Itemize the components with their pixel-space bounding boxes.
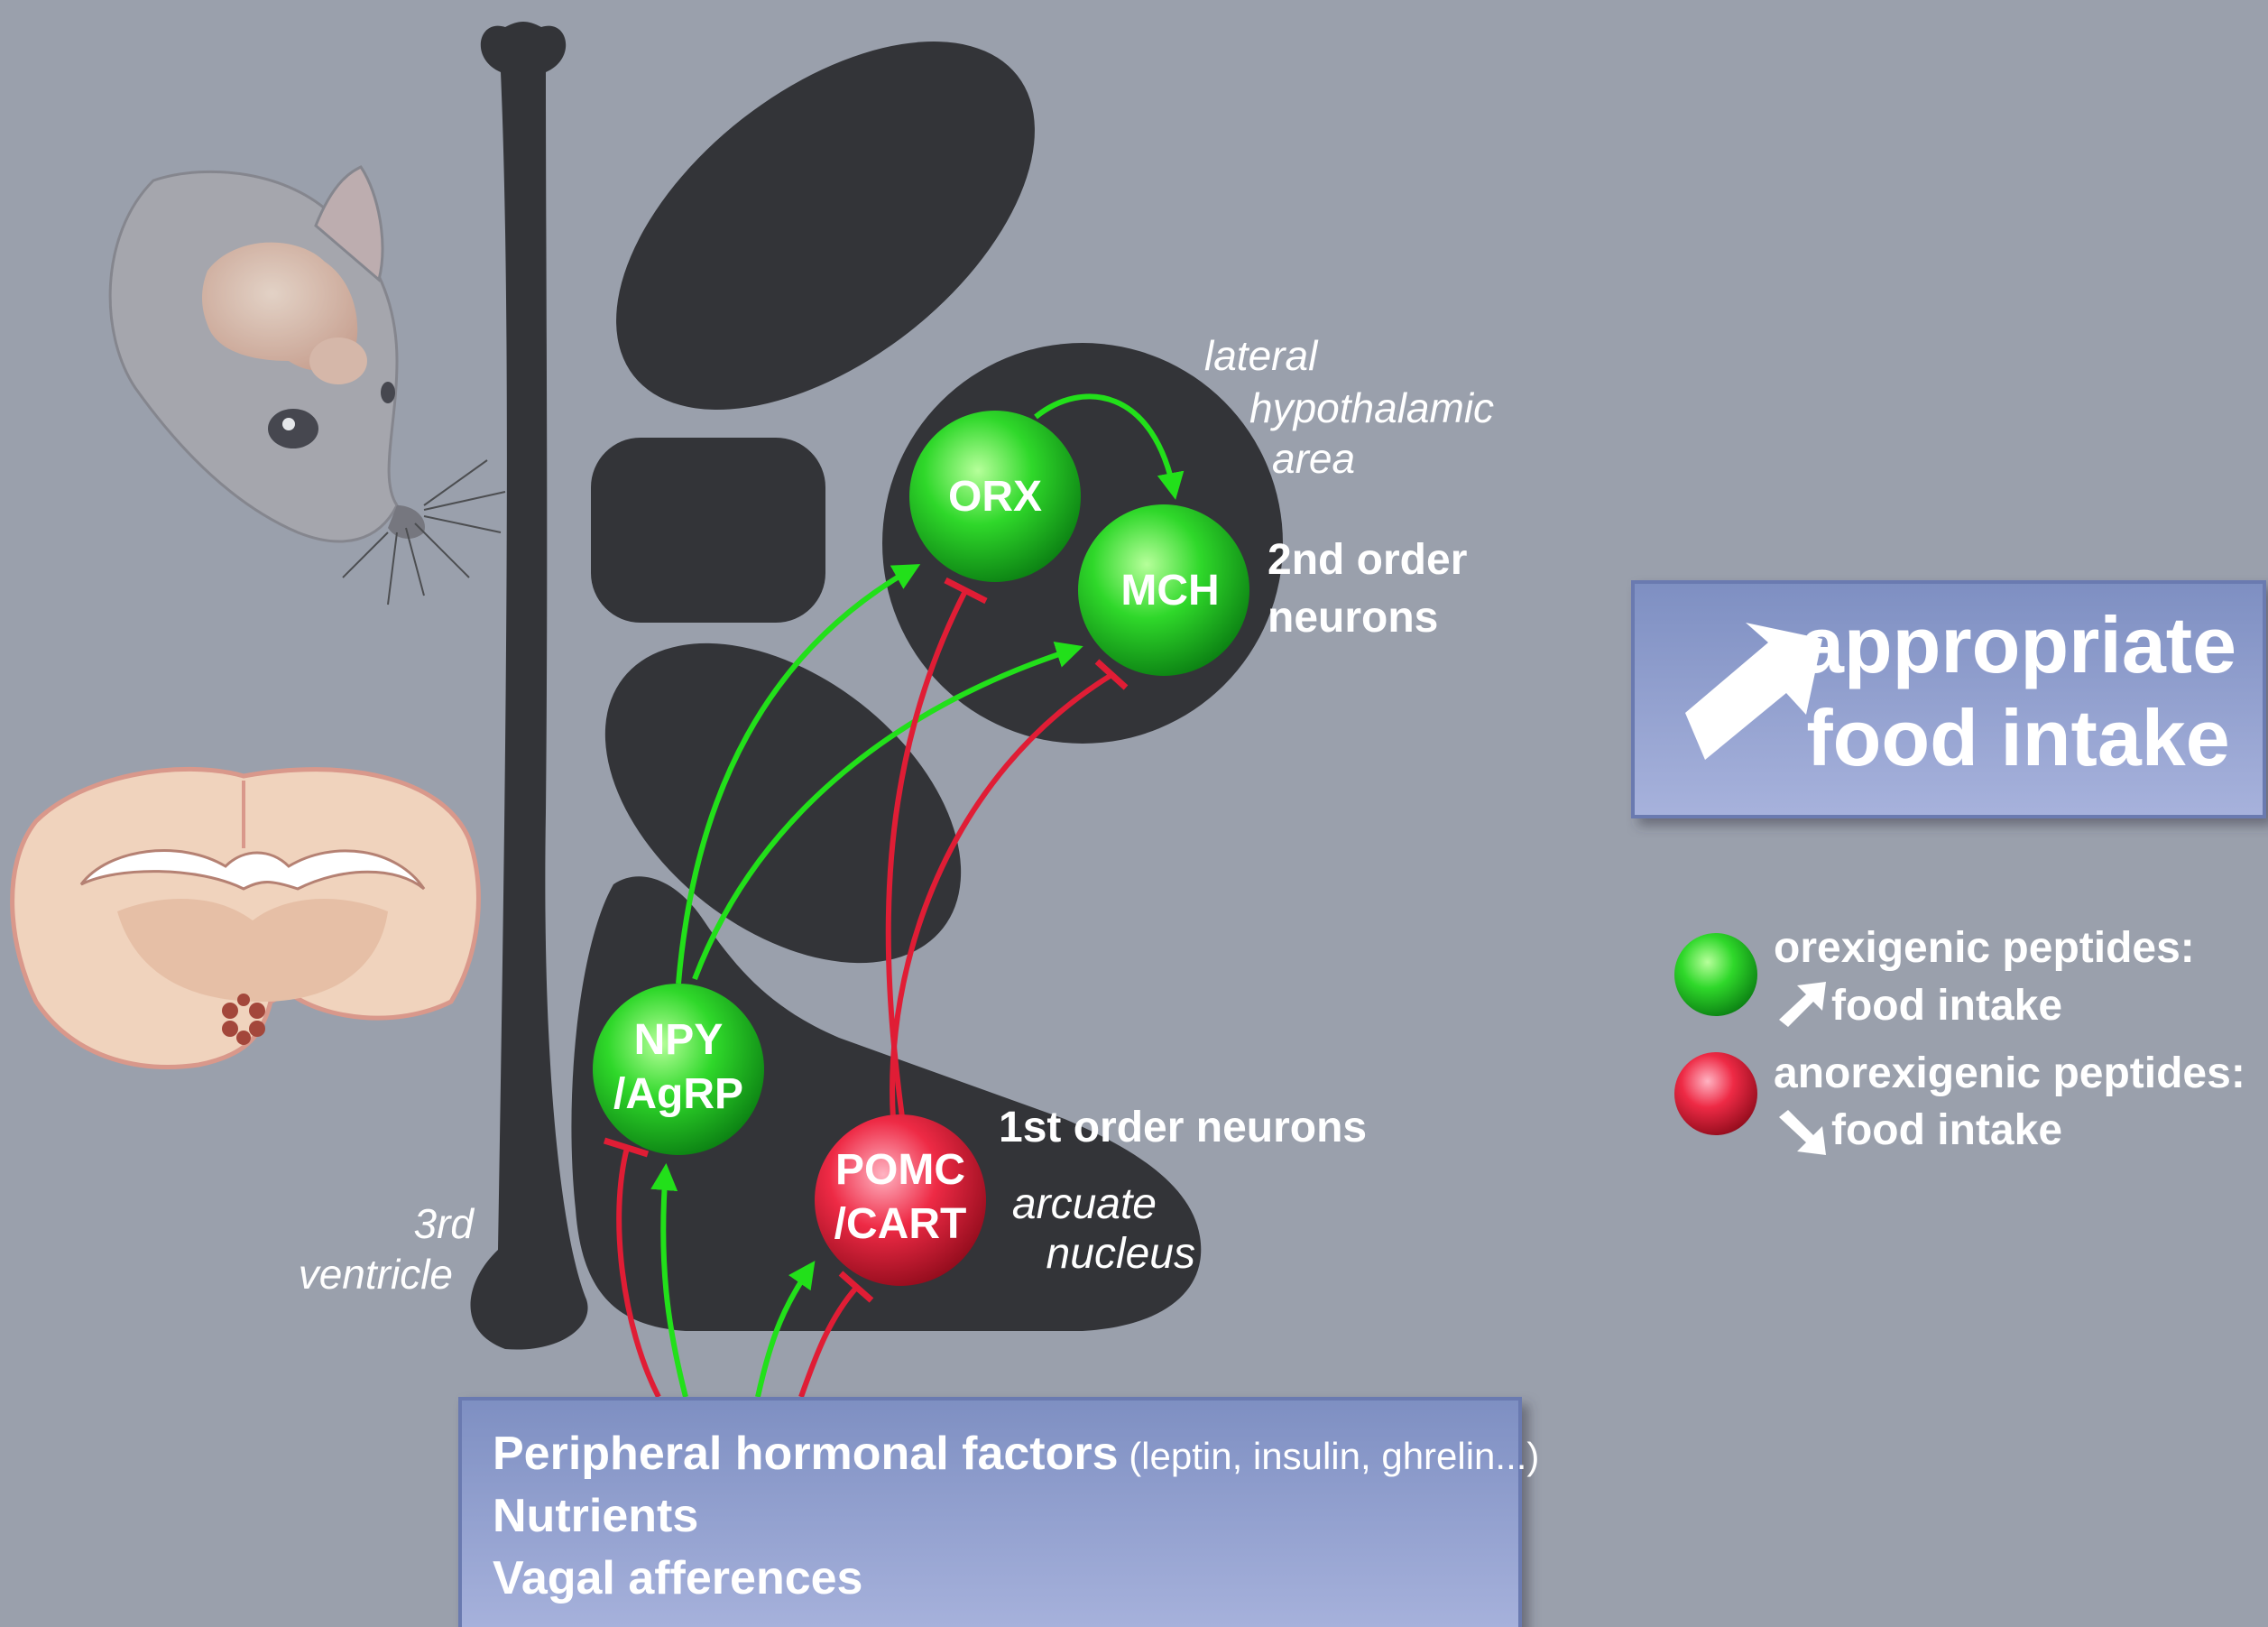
outcome-box: appropriate food intake (1633, 582, 2264, 817)
svg-text:POMC: POMC (835, 1146, 965, 1194)
svg-text:appropriate: appropriate (1800, 600, 2236, 689)
anorexigenic-swatch (1674, 1052, 1757, 1135)
arrow-up-right-icon (1779, 982, 1826, 1027)
brain-coronal-section (13, 769, 479, 1067)
second-order-neurons-label: 2nd order neurons (1268, 536, 1467, 642)
inputs-box: Peripheral hormonal factors (leptin, ins… (460, 1399, 1539, 1627)
svg-text:lateral: lateral (1204, 332, 1319, 379)
svg-text:2nd order: 2nd order (1268, 536, 1467, 584)
svg-text:ORX: ORX (948, 473, 1042, 521)
neuron-pomc-cart: POMC /CART (815, 1114, 986, 1286)
svg-text:area: area (1272, 435, 1355, 482)
third-ventricle-shape (470, 22, 587, 1350)
legend-item-orexigenic: orexigenic peptides: food intake (1674, 924, 2195, 1030)
svg-text:/AgRP: /AgRP (613, 1070, 743, 1118)
paraventricular-nucleus (591, 438, 825, 623)
neuron-npy-agrp: NPY /AgRP (593, 984, 764, 1155)
svg-text:food intake: food intake (1806, 693, 2229, 782)
legend-item-anorexigenic: anorexigenic peptides: food intake (1674, 1049, 2245, 1155)
svg-text:neurons: neurons (1268, 594, 1438, 642)
legend: orexigenic peptides: food intake anorexi… (1674, 924, 2245, 1155)
svg-text:anorexigenic peptides:: anorexigenic peptides: (1774, 1049, 2245, 1097)
third-ventricle-label: 3rd ventricle (299, 1200, 475, 1298)
svg-text:arcuate: arcuate (1012, 1180, 1157, 1228)
svg-text:MCH: MCH (1120, 567, 1219, 615)
orexigenic-swatch (1674, 933, 1757, 1016)
svg-text:nucleus: nucleus (1046, 1230, 1195, 1278)
inputs-line-hormonal-factors: Peripheral hormonal factors (493, 1428, 1119, 1480)
inputs-line-nutrients: Nutrients (493, 1490, 698, 1542)
inputs-line-vagal-afferences: Vagal afferences (493, 1552, 862, 1604)
mouse-head-illustration (110, 167, 505, 605)
svg-text:Peripheral hormonal factors (l: Peripheral hormonal factors (leptin, ins… (493, 1428, 1539, 1480)
svg-text:food intake: food intake (1831, 1106, 2062, 1154)
neuron-mch: MCH (1078, 504, 1249, 676)
svg-text:hypothalamic: hypothalamic (1249, 384, 1494, 431)
first-order-neurons-label: 1st order neurons (999, 1104, 1367, 1151)
svg-text:/CART: /CART (834, 1200, 967, 1248)
inputs-line-hormonal-examples: (leptin, insulin, ghrelin...) (1119, 1435, 1540, 1477)
svg-text:3rd: 3rd (414, 1200, 475, 1247)
arrow-down-right-icon (1779, 1110, 1826, 1155)
svg-text:food intake: food intake (1831, 982, 2062, 1030)
svg-text:orexigenic peptides:: orexigenic peptides: (1774, 924, 2195, 972)
svg-text:ventricle: ventricle (299, 1251, 453, 1298)
neuron-orx: ORX (909, 411, 1081, 582)
svg-text:NPY: NPY (634, 1016, 724, 1064)
